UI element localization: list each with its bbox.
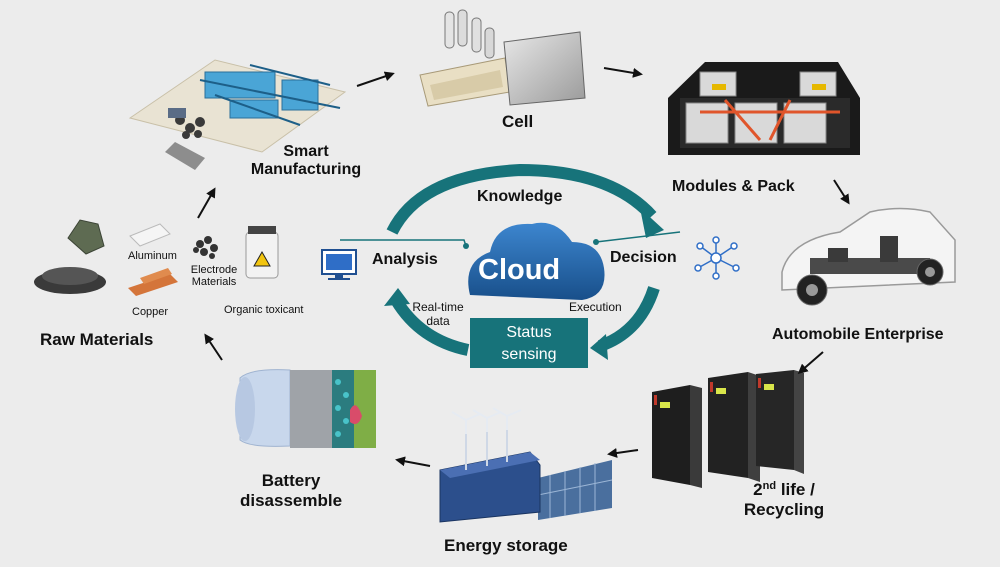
arrow-disassemble-to-raw: [204, 333, 223, 361]
automobile-illustration: [781, 207, 956, 306]
arrow-raw-to-manufacturing: [197, 187, 216, 219]
second-life-recycling-label: 2nd life / Recycling: [718, 480, 850, 520]
decision-label: Decision: [610, 249, 677, 266]
aluminum-label: Aluminum: [128, 250, 177, 262]
cloud-title: Cloud: [478, 254, 561, 286]
realtime-line1: Real-time: [412, 300, 464, 314]
network-icon: [694, 236, 740, 280]
status-sensing-box: Status sensing: [470, 318, 588, 368]
second-life-number: 2: [753, 480, 763, 499]
realtime-arc: [390, 296, 470, 356]
battery-line2: disassemble: [239, 491, 343, 510]
arrow-cell-to-pack: [603, 67, 643, 78]
cloud-shape: [468, 222, 605, 300]
execution-arc: [597, 286, 660, 352]
energy-storage-illustration: [439, 407, 613, 523]
realtime-data-label: Real-time data: [408, 300, 468, 328]
arrow-manufacturing-to-cell: [356, 71, 395, 87]
analysis-label: Analysis: [372, 251, 438, 268]
smart-manufacturing-line2: Manufacturing: [250, 161, 362, 178]
battery-line1: Battery: [261, 471, 321, 490]
second-life-superscript: nd: [762, 480, 777, 492]
smart-manufacturing-illustration: [128, 59, 347, 170]
copper-label: Copper: [132, 306, 169, 318]
execution-label: Execution: [569, 300, 622, 314]
monitor-icon: [321, 249, 357, 280]
electrode-line1: Electrode: [190, 264, 238, 276]
cell-illustration: [419, 9, 586, 107]
battery-roll-illustration: [235, 369, 376, 448]
status-line1: Status: [506, 324, 552, 341]
cycle-arrows: [197, 67, 850, 467]
smart-manufacturing-label: Smart Manufacturing: [238, 143, 374, 179]
recycling-text: Recycling: [743, 500, 825, 519]
electrode-materials-label: Electrode Materials: [184, 264, 244, 288]
knowledge-label: Knowledge: [477, 188, 563, 205]
cloud-loop: [321, 163, 740, 360]
electrode-line2: Materials: [191, 276, 237, 288]
modules-pack-label: Modules & Pack: [672, 178, 795, 195]
knowledge-arc: [386, 163, 657, 235]
battery-disassemble-label: Battery disassemble: [226, 471, 356, 511]
arrow-pack-to-automobile: [833, 179, 850, 205]
arrow-storage-to-disassemble: [395, 456, 431, 467]
status-line2: sensing: [501, 346, 557, 363]
cell-label: Cell: [502, 112, 534, 131]
arrow-recycling-to-storage: [607, 448, 639, 458]
battery-pack-illustration: [668, 62, 860, 155]
raw-materials-illustration: [34, 219, 279, 296]
server-cabinets-illustration: [652, 370, 804, 488]
automobile-enterprise-label: Automobile Enterprise: [772, 326, 944, 343]
realtime-line2: data: [426, 314, 450, 328]
organic-toxicant-label: Organic toxicant: [224, 304, 304, 316]
energy-storage-label: Energy storage: [444, 536, 568, 555]
raw-materials-label: Raw Materials: [40, 330, 154, 349]
smart-manufacturing-line1: Smart: [283, 143, 329, 160]
second-life-text: life /: [776, 480, 815, 499]
arrow-automobile-to-recycling: [797, 351, 824, 374]
